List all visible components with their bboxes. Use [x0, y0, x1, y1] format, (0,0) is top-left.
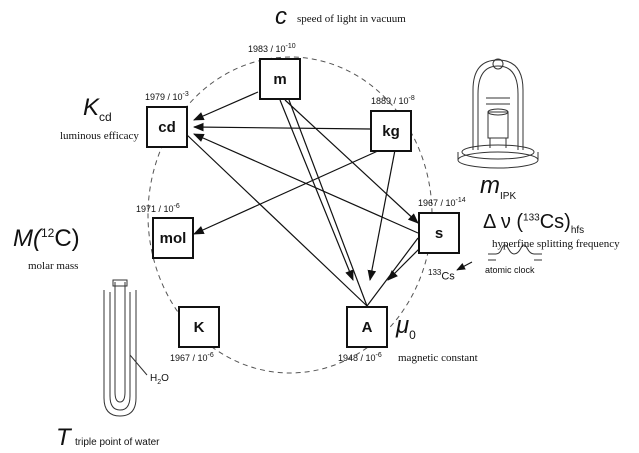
note-a: 1948 / 10-6: [338, 352, 382, 363]
note-kg: 1889 / 10-8: [371, 95, 415, 106]
unit-label-k: K: [193, 318, 205, 336]
water-label: H2O: [150, 373, 169, 386]
unit-label-s: s: [434, 224, 444, 242]
atomic-clock-label: atomic clock: [485, 265, 535, 275]
cs-isotope-label: 133Cs: [428, 268, 455, 283]
constant-m12c-desc: molar mass: [28, 260, 79, 272]
line-A-to-s: [366, 237, 419, 307]
note-k: 1967 / 10-6: [170, 352, 214, 363]
constant-mipk-symbol: mIPK: [480, 172, 517, 202]
line-A-to-m: [288, 99, 368, 307]
constant-kcd-desc: luminous efficacy: [60, 130, 139, 142]
clock-pointer-arrow: [456, 261, 473, 271]
unit-label-mol: mol: [159, 229, 187, 247]
line-A-to-cd: [185, 133, 368, 307]
note-mol: 1971 / 10-6: [136, 203, 180, 214]
atomic-clock-icon: [488, 244, 542, 261]
unit-box-kg[interactable]: kg: [370, 110, 412, 152]
unit-box-mol[interactable]: mol: [152, 217, 194, 259]
constant-t-symbol: T: [56, 424, 71, 451]
arrow-m-to-A-left: [279, 99, 354, 282]
unit-label-cd: cd: [158, 118, 176, 136]
unit-label-kg: kg: [382, 122, 400, 140]
unit-box-k[interactable]: K: [178, 306, 220, 348]
arrow-kg-to-mol: [193, 149, 381, 235]
constant-t-desc: triple point of water: [75, 437, 160, 448]
constant-cs-symbol: Δ ν (133Cs)hfs: [483, 211, 585, 236]
constant-kcd-symbol: Kcd: [83, 94, 112, 124]
unit-box-s[interactable]: s: [418, 212, 460, 254]
constant-c-desc: speed of light in vacuum: [297, 13, 406, 25]
arrow-m-to-cd: [193, 91, 259, 121]
unit-box-m[interactable]: m: [259, 58, 301, 100]
unit-box-a[interactable]: A: [346, 306, 388, 348]
note-m: 1983 / 10-10: [248, 43, 296, 54]
constant-cs-desc: hyperfine splitting frequency: [492, 238, 620, 250]
constant-mu0-symbol: μ0: [396, 312, 416, 342]
note-cd: 1979 / 10-3: [145, 91, 189, 102]
arrow-kg-to-A: [367, 149, 396, 282]
unit-label-m: m: [273, 70, 287, 88]
constant-mu0-desc: magnetic constant: [398, 352, 478, 364]
note-s: 1967 / 10-14: [418, 197, 466, 208]
water-cell-icon: [103, 279, 148, 417]
arrow-kg-to-cd: [192, 122, 371, 132]
constant-m12c-symbol: M(12C): [13, 225, 80, 252]
arrow-s-to-A: [387, 247, 421, 281]
unit-box-cd[interactable]: cd: [146, 106, 188, 148]
kilogram-prototype-icon: [457, 58, 539, 169]
unit-label-a: A: [361, 318, 373, 336]
constant-c-symbol: c: [275, 3, 287, 30]
arrow-m-to-s: [284, 99, 419, 224]
